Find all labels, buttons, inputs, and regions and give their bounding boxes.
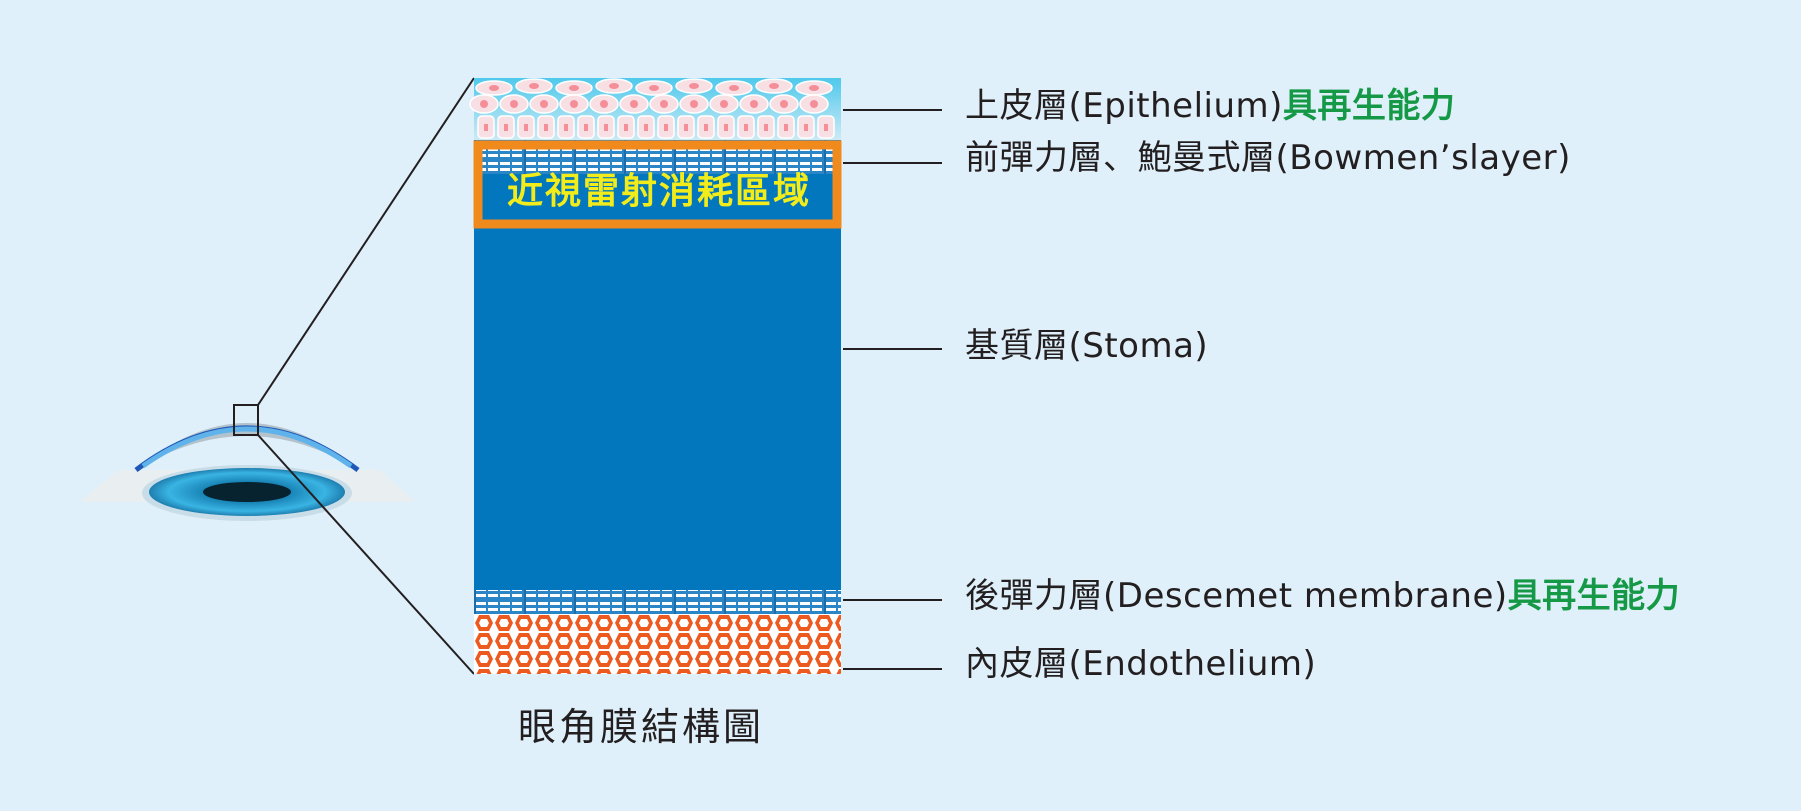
label-epithelium-name: 上皮層(Epithelium) xyxy=(965,86,1283,126)
label-stroma: 基質層(Stoma) xyxy=(965,318,1208,367)
stroma-layer xyxy=(474,174,841,590)
laser-zone-label: 近視雷射消耗區域 xyxy=(506,171,811,212)
eye-icon xyxy=(80,423,415,521)
diagram-caption: 眼角膜結構圖 xyxy=(518,705,765,749)
label-epithelium: 上皮層(Epithelium)具再生能力 xyxy=(965,78,1455,127)
zoom-line-top xyxy=(257,77,475,406)
label-descemet-name: 後彈力層(Descemet membrane) xyxy=(965,576,1508,616)
label-stroma-name: 基質層(Stoma) xyxy=(965,326,1209,366)
label-epithelium-note: 具再生能力 xyxy=(1282,86,1456,126)
label-bowman-name: 前彈力層、鮑曼式層(Bowmen’slayer) xyxy=(965,138,1571,178)
cell-nuclei xyxy=(480,83,828,131)
label-descemet: 後彈力層(Descemet membrane)具再生能力 xyxy=(965,568,1680,617)
magnify-box xyxy=(233,404,259,436)
laser-zone-border xyxy=(473,140,842,229)
label-endothelium: 內皮層(Endothelium) xyxy=(965,636,1316,685)
label-bowman: 前彈力層、鮑曼式層(Bowmen’slayer) xyxy=(965,130,1571,179)
label-endothelium-name: 內皮層(Endothelium) xyxy=(965,644,1317,684)
zoom-line-bottom xyxy=(257,434,475,675)
label-descemet-note: 具再生能力 xyxy=(1507,576,1681,616)
endothelium-layer xyxy=(474,614,841,674)
cornea-cross-section xyxy=(469,78,842,674)
descemet-layer xyxy=(474,590,841,614)
